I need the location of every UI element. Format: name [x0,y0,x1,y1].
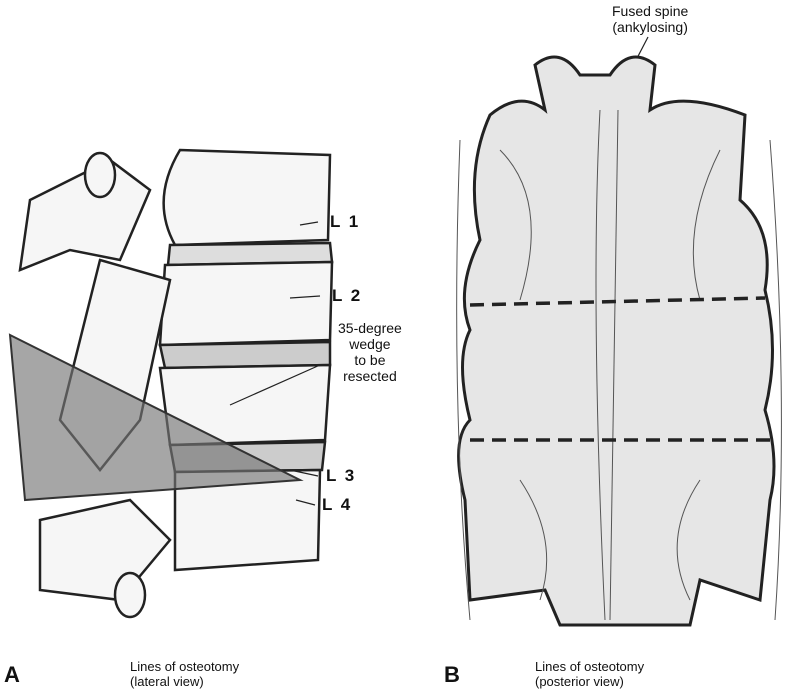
label-l1: L 1 [330,212,361,231]
wedge-resection [8,333,304,502]
panel-b-caption: Lines of osteotomy (posterior view) [535,659,644,689]
label-l3: L 3 [326,466,357,485]
posterior-spine-drawing [457,55,776,627]
label-l4: L 4 [322,495,353,514]
caption-line: Lines of osteotomy [130,659,240,674]
fused-spine-label: Fused spine (ankylosing) [612,3,688,35]
osteotomy-lines [469,296,770,442]
panel-a-letter: A [4,662,20,687]
wedge-label-line: to be [354,352,386,368]
vertebra-l2 [158,260,334,347]
panel-a-caption: Lines of osteotomy (lateral view) [130,659,239,689]
wedge-label-line: resected [343,368,397,384]
label-l2: L 2 [332,286,363,305]
annotation-line: (ankylosing) [612,19,688,35]
vertebra-l1 [162,148,332,247]
panel-b-letter: B [444,662,460,687]
wedge-label: 35-degree wedge to be resected [338,320,402,384]
caption-line: Lines of osteotomy [535,659,645,674]
disc-l2-l3 [158,340,332,370]
wedge-label-line: wedge [349,336,391,352]
wedge-label-line: 35-degree [338,320,402,336]
annotation-line: Fused spine [612,3,689,19]
caption-line: (lateral view) [130,674,204,689]
caption-line: (posterior view) [535,674,624,689]
facet [83,151,117,199]
facet [113,571,147,619]
